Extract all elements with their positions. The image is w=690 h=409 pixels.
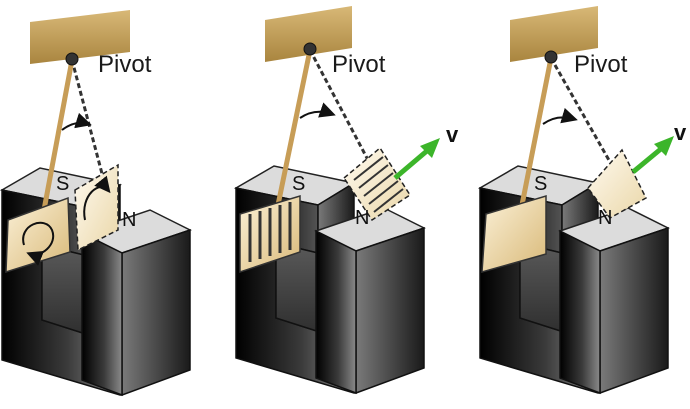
velocity-label: v <box>674 120 687 145</box>
panel-slotted-plate: v Pivot S N <box>233 6 459 395</box>
horseshoe-magnet <box>0 167 192 397</box>
solid-plate <box>481 194 547 274</box>
north-pole-label: N <box>122 209 136 231</box>
pivot-label: Pivot <box>98 51 152 78</box>
curved-arrow-icon <box>542 107 578 125</box>
pivot-point <box>303 42 317 56</box>
north-pole-label: N <box>355 207 369 229</box>
ceiling-support <box>265 6 352 62</box>
ghost-rod <box>308 49 370 161</box>
green-arrow-icon <box>393 138 440 180</box>
north-pole-label: N <box>598 207 612 229</box>
eddy-current-icon <box>22 221 55 266</box>
green-arrow-icon <box>631 136 674 174</box>
south-pole-label: S <box>534 173 547 195</box>
pivot-point <box>544 50 558 64</box>
slotted-plate <box>239 194 301 274</box>
ghost-plate <box>587 148 647 219</box>
south-pole-label: S <box>292 173 305 195</box>
pivot-point <box>65 52 79 66</box>
pivot-label: Pivot <box>332 51 386 78</box>
south-pole-label: S <box>56 173 69 195</box>
pendulum-rod <box>41 59 75 211</box>
ceiling-support <box>510 6 598 62</box>
ghost-rod <box>549 57 612 163</box>
panel-solid-plate: Pivot S N <box>0 10 192 397</box>
curved-arrow-icon <box>61 112 92 131</box>
circular-arrow-icon <box>83 175 111 221</box>
ceiling-support <box>30 10 130 64</box>
pivot-label: Pivot <box>574 51 628 78</box>
pendulum-rod <box>519 57 554 206</box>
velocity-label: v <box>446 122 459 147</box>
solid-plate <box>5 196 71 274</box>
panel-plain-plate: v Pivot S N <box>477 6 687 395</box>
curved-arrow-icon <box>299 102 336 119</box>
pendulum-rod <box>275 49 313 206</box>
ghost-slotted-plate <box>343 146 412 222</box>
